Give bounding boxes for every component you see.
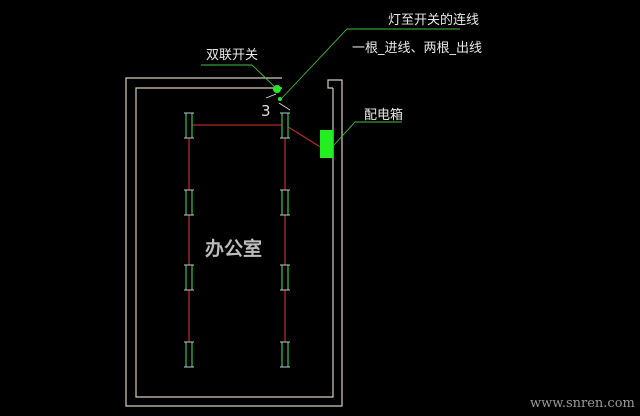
wire-title-label: 灯至开关的连线	[388, 13, 480, 28]
light-fixture	[280, 189, 290, 216]
switch-arm	[265, 93, 277, 99]
light-fixture	[184, 189, 194, 216]
wire-to-box	[284, 124, 323, 149]
light-fixture	[184, 112, 194, 139]
wire-count: 3	[261, 102, 271, 120]
wire-marker	[278, 97, 282, 101]
light-fixture	[280, 112, 290, 139]
inner-wall	[135, 87, 334, 398]
wire-desc-label: 一根_进线、两根_出线	[352, 41, 483, 56]
wiring	[188, 102, 323, 355]
wire-leader	[281, 28, 460, 99]
distribution-box-label: 配电箱	[364, 108, 404, 123]
walls	[125, 77, 343, 407]
room-name: 办公室	[205, 238, 263, 260]
light-fixtures	[184, 112, 290, 368]
double-switch-label: 双联开关	[206, 48, 259, 63]
light-fixture	[184, 341, 194, 368]
light-fixture	[280, 341, 290, 368]
distribution-box	[320, 130, 333, 158]
leaders	[201, 28, 460, 146]
wire-to-switch	[278, 102, 291, 111]
outer-wall	[125, 77, 343, 407]
light-fixture	[184, 264, 194, 291]
light-fixture	[280, 264, 290, 291]
watermark: www.snren.com	[530, 396, 635, 411]
switch-leader	[201, 64, 278, 90]
box-leader	[333, 121, 402, 146]
